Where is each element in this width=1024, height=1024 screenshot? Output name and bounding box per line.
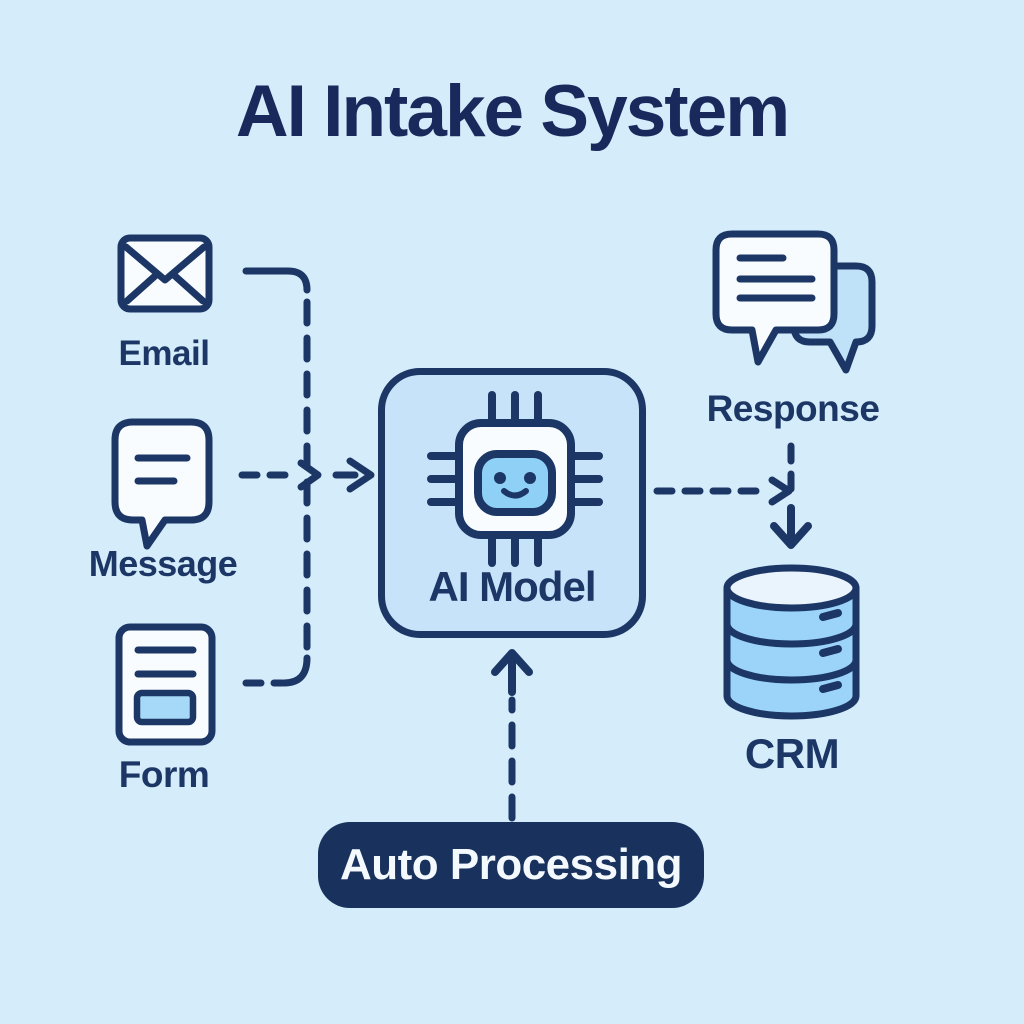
database-band-line-2 (723, 656, 860, 684)
response-chat-bubbles-icon (712, 230, 876, 374)
message-label: Message (88, 543, 238, 584)
auto-processing-label: Auto Processing (339, 840, 683, 889)
robot-smile (501, 488, 529, 499)
ai-input-arrowhead (346, 457, 375, 493)
database-notch-1 (819, 609, 842, 621)
crm-label: CRM (744, 730, 840, 777)
database-notch-2 (819, 645, 842, 657)
ai-model-box: AI Model (378, 368, 646, 638)
form-connector-elbow (280, 654, 311, 687)
response-label: Response (706, 388, 880, 429)
email-connector-elbow (242, 267, 311, 294)
crm-arrowhead (770, 522, 812, 549)
database-top (723, 564, 860, 612)
form-input-field (133, 689, 197, 726)
message-bubble-icon (111, 418, 213, 550)
ai-model-label: AI Model (428, 563, 597, 610)
auto-processing-pill: Auto Processing (318, 822, 704, 908)
ai-chip-robot-icon (427, 391, 603, 567)
chip-pins (427, 391, 603, 567)
robot-eye-right (524, 472, 536, 484)
envelope-fold-right (171, 272, 207, 305)
form-document-icon (115, 623, 216, 746)
crm-database-icon (723, 564, 860, 720)
envelope-flap (122, 243, 208, 284)
message-arrowhead (297, 459, 322, 491)
database-band-line-1 (723, 620, 860, 648)
envelope-fold-left (123, 272, 159, 305)
robot-eye-left (494, 472, 506, 484)
form-label: Form (118, 754, 210, 795)
ai-to-response-arrowhead (768, 476, 793, 506)
auto-processing-arrowhead (491, 649, 533, 676)
email-envelope-icon (117, 234, 213, 313)
email-label: Email (118, 334, 210, 373)
page-title: AI Intake System (235, 71, 790, 152)
robot-face (474, 450, 556, 516)
database-notch-3 (819, 681, 842, 693)
